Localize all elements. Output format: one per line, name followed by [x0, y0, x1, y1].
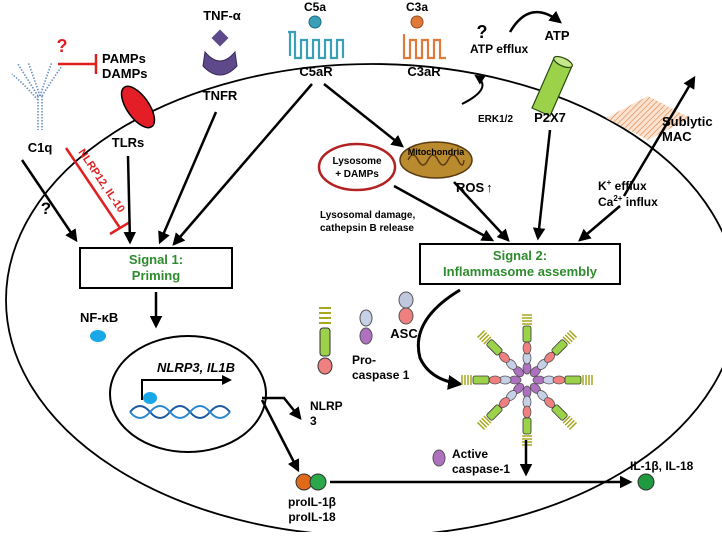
c5a-icon — [308, 15, 322, 29]
inflammasome-arm — [529, 329, 578, 378]
inflammasome-arm — [522, 385, 532, 446]
nfkb-label: NF-κB — [80, 310, 118, 325]
il-output-icon — [637, 473, 655, 491]
atp-efflux-arrow — [461, 74, 486, 105]
nucleus-to-nlrp3-arrow — [262, 396, 302, 420]
lysosome-label-line1: Lysosome — [332, 156, 382, 167]
p2x7-label: P2X7 — [534, 110, 566, 125]
c1q-icon — [11, 61, 63, 130]
nlrp3-label-line1: NLRP — [310, 399, 343, 413]
tnfr-label: TNFR — [203, 88, 238, 103]
inflammasome-arm — [522, 314, 532, 375]
c1q-label: C1q — [28, 140, 53, 155]
asc-label: ASC — [390, 326, 418, 341]
question-mark-c1q: ? — [41, 199, 51, 218]
nlrp3-label-line2: 3 — [310, 414, 317, 428]
signal1-input-arrows — [20, 83, 313, 246]
c5ar-icon — [288, 30, 345, 60]
active-caspase-label-line2: caspase-1 — [452, 462, 510, 476]
signal1-label-line2: Priming — [132, 268, 180, 283]
lysosome-label-line2: + DAMPs — [335, 169, 379, 180]
signal1-box — [79, 247, 233, 289]
assembly-arrow — [416, 288, 463, 390]
transcription-arrow — [141, 375, 232, 400]
mitochondria-icon — [399, 141, 473, 179]
inflammasome-arm — [532, 375, 593, 385]
mac-icon — [606, 96, 690, 140]
nlrp12-label: NLRP12, IL-10 — [76, 147, 127, 215]
dna-icon — [129, 405, 231, 419]
nucleus — [109, 335, 267, 453]
mac-efflux-arrow — [622, 75, 696, 197]
nlrp12-inhibit-bar — [109, 220, 131, 236]
atp-efflux-label: ATP efflux — [470, 42, 529, 56]
c5a-label: C5a — [304, 0, 326, 14]
tnfr-icon — [202, 50, 238, 76]
nlrp12-inhibit-line — [64, 147, 122, 229]
c3ar-label: C3aR — [407, 64, 441, 79]
procaspase-label-line2: caspase 1 — [352, 368, 410, 382]
inflammasome-complex — [461, 314, 593, 446]
p2x7-icon — [531, 55, 573, 117]
tnf-alpha-label: TNF-α — [203, 8, 241, 23]
genes-label: NLRP3, IL1B — [157, 360, 235, 375]
tnf-alpha-icon — [211, 29, 229, 47]
active-caspase-icon — [432, 449, 446, 467]
c5ar-label: C5aR — [299, 64, 333, 79]
lysosome-icon — [317, 142, 397, 192]
lysosomal-damage-line2: cathepsin B release — [320, 223, 414, 234]
damps-label: DAMPs — [102, 66, 148, 81]
k-efflux-label: K+ efflux — [598, 178, 647, 193]
c3ar-icon — [402, 34, 446, 60]
signal2-box — [419, 243, 621, 285]
question-mark-pamps: ? — [57, 36, 68, 56]
nucleus-to-proil-arrow — [260, 399, 300, 473]
question-mark-atp: ? — [477, 22, 488, 42]
procaspase-icon — [359, 309, 373, 345]
proil18-icon — [309, 473, 327, 491]
inflammasome-arm — [476, 329, 525, 378]
ros-label: ROS↑ — [456, 180, 493, 195]
sublytic-label: Sublytic — [662, 114, 713, 129]
mac-label: MAC — [662, 129, 692, 144]
signal1-label-line1: Signal 1: — [129, 252, 183, 267]
ca-influx-label: Ca2+ influx — [598, 194, 658, 209]
inflammasome-arm — [461, 375, 522, 385]
inflammasome-arm — [529, 382, 578, 431]
erk-label: ERK1/2 — [478, 114, 513, 125]
signal2-label-line1: Signal 2: — [493, 248, 547, 263]
signal2-label-line2: Inflammasome assembly — [443, 264, 598, 279]
c3a-icon — [410, 15, 424, 29]
tlrs-label: TLRs — [112, 135, 145, 150]
procaspase-label-line1: Pro- — [352, 353, 376, 367]
c3a-label: C3a — [406, 0, 428, 14]
nlrp3-icon — [317, 307, 333, 375]
mitochondria-label: Mitochondria — [408, 147, 465, 157]
il-output-label: IL-1β, IL-18 — [630, 459, 694, 473]
proil18-label: proIL-18 — [288, 510, 336, 524]
lysosomal-damage-line1: Lysosomal damage, — [320, 210, 415, 221]
signal2-input-arrows — [323, 83, 621, 242]
atp-label: ATP — [544, 28, 569, 43]
proil1b-label: proIL-1β — [288, 495, 336, 509]
nfkb-icon — [90, 330, 106, 342]
pamps-label: PAMPs — [102, 51, 146, 66]
nfkb-bound-icon — [143, 392, 157, 404]
active-caspase-label-line1: Active — [452, 447, 488, 461]
atp-release-arrow — [508, 10, 562, 33]
inflammasome-arm — [476, 382, 525, 431]
asc-icon — [398, 291, 414, 325]
tlr-icon — [120, 85, 156, 129]
